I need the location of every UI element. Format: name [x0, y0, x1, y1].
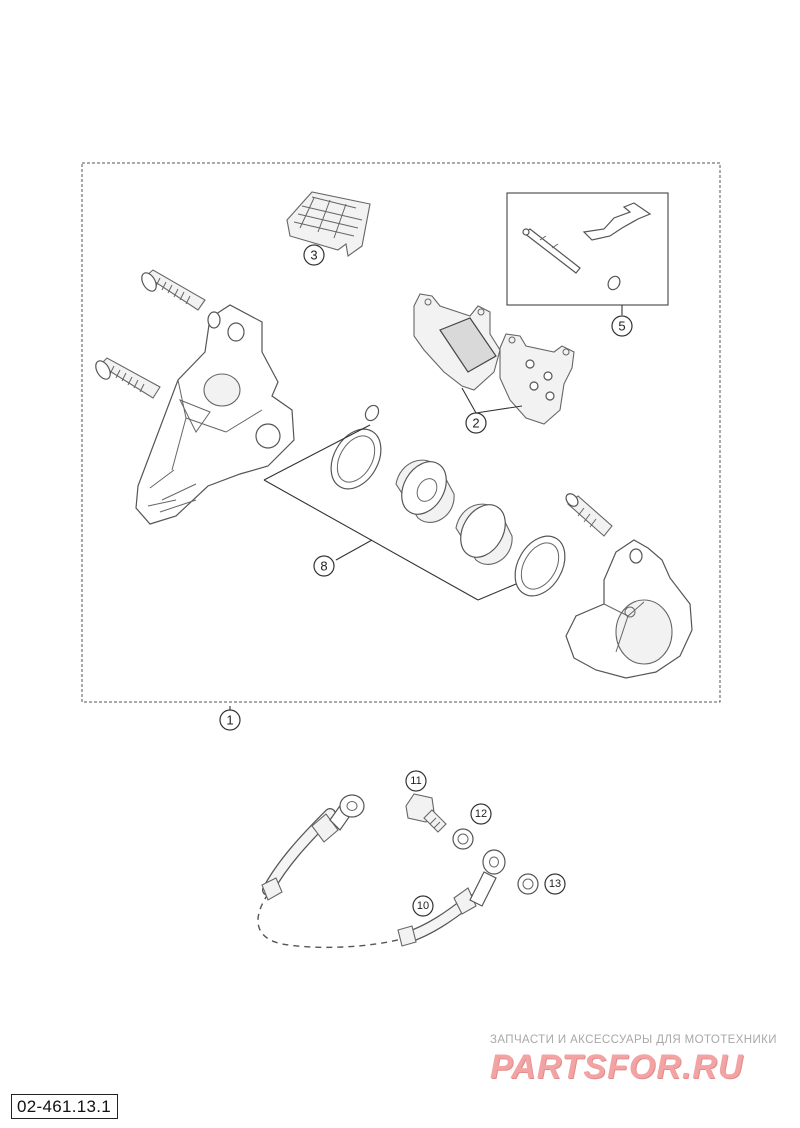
- seal-ring-large: [330, 428, 382, 490]
- callout-12: 12: [470, 803, 492, 825]
- brake-pad-right: [499, 333, 575, 425]
- mounting-bolt-upper: [141, 269, 206, 311]
- bleed-valve: [565, 493, 613, 537]
- brake-hose: [257, 808, 477, 949]
- sealing-washer-12: [452, 828, 474, 850]
- pin-kit-box: [506, 192, 669, 306]
- sealing-washer-13: [517, 873, 539, 895]
- pad-spring: [286, 191, 371, 257]
- leader-item-8: [263, 424, 517, 601]
- callout-8: 8: [313, 555, 335, 577]
- svg-text:3: 3: [310, 248, 317, 263]
- leader-item-2: [461, 387, 523, 414]
- watermark-logo: PARTSFOR.RU: [490, 1048, 744, 1086]
- caliper-carrier-bracket: [135, 304, 295, 525]
- small-o-ring: [364, 404, 380, 422]
- caliper-assembly-frame: [81, 162, 721, 703]
- svg-text:2: 2: [472, 416, 479, 431]
- callout-1: 1: [219, 709, 241, 731]
- svg-text:11: 11: [410, 775, 421, 787]
- callout-5: 5: [611, 315, 633, 337]
- piston-left: [395, 459, 455, 523]
- part-number-label: 02-461.13.1: [11, 1094, 119, 1119]
- brake-pad-left: [413, 293, 501, 391]
- svg-text:1: 1: [226, 713, 233, 728]
- svg-text:13: 13: [549, 878, 561, 890]
- banjo-bolt: [405, 793, 447, 833]
- callout-10: 10: [412, 895, 434, 917]
- callout-11: 11: [405, 770, 427, 792]
- caliper-body: [565, 539, 693, 679]
- svg-text:10: 10: [417, 900, 429, 912]
- callout-2: 2: [465, 412, 487, 434]
- piston-right: [455, 503, 513, 565]
- svg-text:5: 5: [618, 319, 625, 334]
- callout-13: 13: [544, 873, 566, 895]
- svg-text:12: 12: [475, 808, 487, 820]
- seal-ring-right: [514, 535, 566, 597]
- banjo-fitting-upper: [329, 794, 365, 831]
- banjo-fitting-lower: [469, 849, 506, 907]
- watermark-tagline: ЗАПЧАСТИ И АКСЕССУАРЫ ДЛЯ МОТОТЕХНИКИ: [490, 1034, 777, 1046]
- callout-3: 3: [303, 244, 325, 266]
- mounting-bolt-lower: [95, 357, 161, 399]
- pad-pin-kit: [522, 202, 652, 291]
- svg-text:8: 8: [320, 559, 327, 574]
